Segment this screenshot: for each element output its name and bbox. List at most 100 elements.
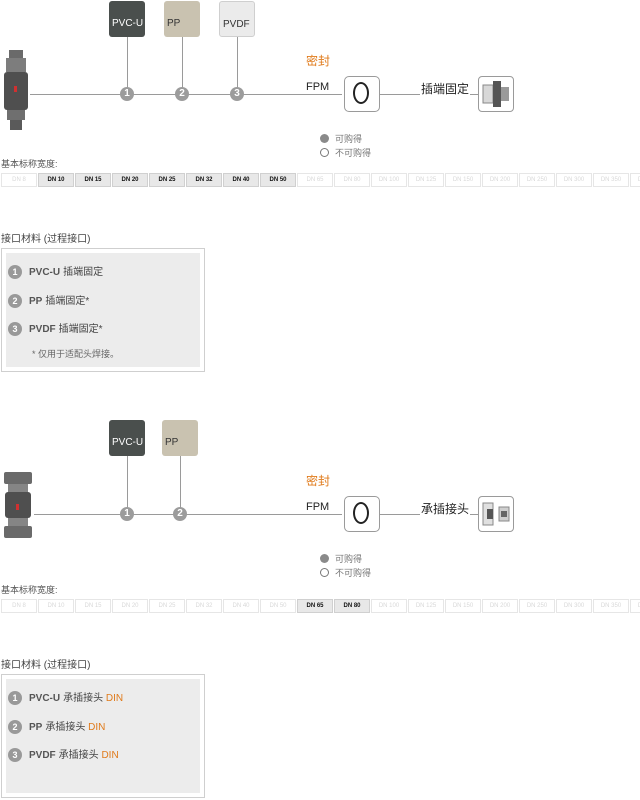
connection-label: 插端固定 <box>421 82 470 96</box>
number-badge: 1 <box>8 691 22 706</box>
legend-text: 不可购得 <box>335 568 372 578</box>
item-material: PP <box>29 296 43 307</box>
material-box-pp: PP <box>164 1 200 37</box>
configuration-section-1: PVC-U PP PVDF 1 2 3 密封 FPM 插端固定 可购得 不可购得… <box>1 1 640 372</box>
dn-size-cell: DN 40 <box>223 173 259 187</box>
number-badge: 2 <box>8 720 22 735</box>
dn-size-cell: DN 25 <box>149 599 185 613</box>
o-ring-icon <box>353 502 369 524</box>
item-text: 承插接头 <box>58 750 99 761</box>
dn-size-cell: DN 80 <box>334 599 370 613</box>
empty-dot-icon <box>320 148 329 157</box>
dn-size-cell: DN 400 <box>630 173 640 187</box>
connector-line <box>182 37 183 88</box>
dn-size-cell: DN 80 <box>334 173 370 187</box>
connector-line <box>127 456 128 508</box>
material-label: PVC-U <box>112 18 144 29</box>
din-label: DIN <box>105 693 124 704</box>
dn-size-cell: DN 300 <box>556 173 592 187</box>
legend-available: 可购得 <box>320 132 362 145</box>
item-material: PVDF <box>29 750 56 761</box>
item-material: PVC-U <box>29 693 61 704</box>
legend-unavailable: 不可购得 <box>320 566 371 579</box>
connection-box <box>478 76 514 112</box>
number-badge-3: 3 <box>230 87 244 101</box>
dn-size-cell: DN 150 <box>445 599 481 613</box>
dn-size-cell: DN 8 <box>1 173 37 187</box>
dn-size-cell: DN 50 <box>260 173 296 187</box>
dn-caption: 基本标称宽度: <box>1 585 58 595</box>
dn-size-cell: DN 15 <box>75 599 111 613</box>
material-label: PVDF <box>223 19 250 30</box>
dn-size-cell: DN 250 <box>519 173 555 187</box>
din-label: DIN <box>88 722 106 733</box>
dn-size-cell: DN 400 <box>630 599 640 613</box>
socket-union-icon <box>482 502 510 526</box>
item-material: PP <box>29 722 43 733</box>
legend-text: 不可购得 <box>335 148 372 158</box>
dn-size-cell: DN 10 <box>38 599 74 613</box>
filled-dot-icon <box>320 554 329 563</box>
item-material: PVC-U <box>29 267 61 278</box>
valve-image <box>4 50 28 130</box>
number-badge: 3 <box>8 748 22 763</box>
pipe-line <box>470 94 478 95</box>
legend-text: 可购得 <box>335 554 363 564</box>
item-text: 插端固定* <box>45 296 90 307</box>
seal-material-fpm: FPM <box>306 501 330 513</box>
dn-size-cell: DN 125 <box>408 173 444 187</box>
valve-image <box>4 472 32 538</box>
footnote: * 仅用于适配头焊接。 <box>32 349 120 359</box>
dn-size-cell: DN 200 <box>482 173 518 187</box>
dn-size-cell: DN 150 <box>445 173 481 187</box>
dn-size-cell: DN 25 <box>149 173 185 187</box>
number-badge: 1 <box>8 265 22 280</box>
connector-line <box>180 456 181 508</box>
dn-size-cell: DN 40 <box>223 599 259 613</box>
dn-size-cell: DN 50 <box>260 599 296 613</box>
number-badge-2: 2 <box>175 87 189 101</box>
pipe-line <box>380 514 420 515</box>
seal-material-fpm: FPM <box>306 81 330 93</box>
dn-size-cell: DN 250 <box>519 599 555 613</box>
configuration-section-2: PVC-U PP 1 2 密封 FPM 承插接头 可购得 不可购得 基本标称宽度… <box>0 410 640 800</box>
dn-size-cell: DN 32 <box>186 173 222 187</box>
item-text: 承插接头 <box>63 693 104 704</box>
dn-size-cell: DN 125 <box>408 599 444 613</box>
o-ring-box <box>344 76 380 112</box>
connector-line <box>127 37 128 88</box>
dn-size-cell: DN 350 <box>593 173 629 187</box>
dn-size-cell: DN 32 <box>186 599 222 613</box>
material-label: PP <box>167 18 181 29</box>
solvent-cement-socket-icon <box>482 81 509 107</box>
dn-size-cell: DN 20 <box>112 599 148 613</box>
material-label: PP <box>165 437 179 448</box>
number-badge: 2 <box>8 294 22 309</box>
material-box-pvcu: PVC-U <box>109 1 145 37</box>
dn-size-cell: DN 20 <box>112 173 148 187</box>
number-badge-1: 1 <box>120 507 134 521</box>
connection-label: 承插接头 <box>421 502 470 516</box>
dn-size-cell: DN 300 <box>556 599 592 613</box>
seal-label: 密封 <box>306 54 331 68</box>
number-badge: 3 <box>8 322 22 337</box>
dn-size-cell: DN 100 <box>371 173 407 187</box>
dn-size-cell: DN 350 <box>593 599 629 613</box>
dn-caption: 基本标称宽度: <box>1 159 58 169</box>
filled-dot-icon <box>320 134 329 143</box>
item-text: 插端固定 <box>63 267 104 278</box>
material-box-pvdf: PVDF <box>219 1 255 37</box>
number-badge-2: 2 <box>173 507 187 521</box>
connector-line <box>237 37 238 88</box>
interface-material-title: 接口材料 (过程接口) <box>1 660 91 671</box>
